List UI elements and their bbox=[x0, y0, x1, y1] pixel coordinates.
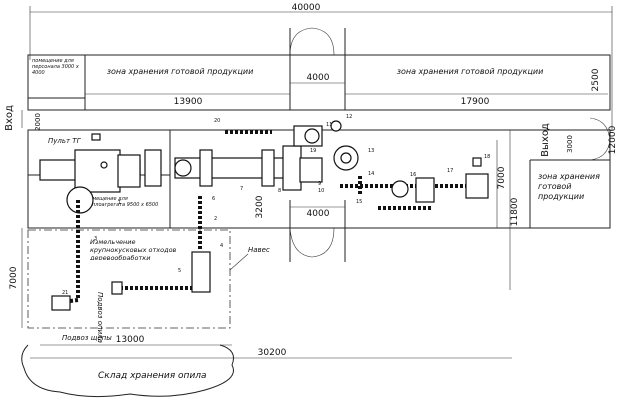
canopy-label: Навес bbox=[248, 246, 270, 254]
pos-7: 7 bbox=[240, 186, 243, 192]
pos-18: 18 bbox=[484, 154, 490, 160]
pos-14: 14 bbox=[368, 171, 374, 177]
pos-16: 16 bbox=[410, 172, 416, 178]
pos-21: 21 bbox=[62, 290, 68, 296]
dryer-drum bbox=[174, 145, 302, 191]
shredding-label: Измельчение крупнокусковых отходов дерев… bbox=[90, 238, 177, 260]
storage-zone-right-label: зона хранения готовой продукции bbox=[397, 67, 544, 76]
pos-4: 4 bbox=[220, 243, 223, 249]
press-line bbox=[340, 157, 489, 210]
gate-right bbox=[589, 117, 611, 161]
pos-5: 5 bbox=[178, 268, 181, 274]
pos-20: 20 bbox=[214, 118, 220, 124]
staff-room-label: помещение для персонала 3000 х 4000 bbox=[32, 58, 79, 76]
entrance-right-dim: 3000 bbox=[566, 135, 574, 153]
pos-9: 9 bbox=[318, 181, 321, 187]
workshop-height-dim: 11800 bbox=[510, 197, 520, 226]
pos-13: 13 bbox=[368, 148, 374, 154]
pos-19: 19 bbox=[310, 148, 316, 154]
canopy-area bbox=[27, 229, 231, 329]
pos-10: 10 bbox=[318, 188, 324, 194]
shredding-label-box: Измельчение крупнокусковых отходов дерев… bbox=[90, 238, 177, 260]
pos-6: 6 bbox=[212, 196, 215, 202]
canopy-length-dim: 13000 bbox=[116, 335, 145, 345]
heat-room-label: помещение для теплоагрегата 9500 х 6500 bbox=[86, 196, 159, 208]
storage-right-width-dim: 17900 bbox=[461, 97, 490, 107]
lower-length-dim: 30200 bbox=[258, 348, 287, 358]
pos-3: 3 bbox=[94, 236, 97, 242]
right-mid-height-dim: 7000 bbox=[497, 166, 507, 189]
pos-15: 15 bbox=[356, 199, 362, 205]
inner-height-dim: 3200 bbox=[255, 195, 265, 218]
staff-room-label-box: помещение для персонала 3000 х 4000 bbox=[32, 58, 79, 76]
storage-building bbox=[27, 54, 611, 111]
entrance-left-dim: 2000 bbox=[34, 113, 42, 131]
sawdust-store-outline bbox=[21, 344, 234, 398]
entrance-right-label: Выход bbox=[540, 123, 551, 157]
heat-room-label-box: помещение для теплоагрегата 9500 х 6500 bbox=[86, 196, 159, 208]
pos-2: 2 bbox=[214, 216, 217, 222]
gate-top bbox=[289, 27, 335, 56]
gate-bottom-width-dim: 4000 bbox=[307, 209, 330, 219]
sawdust-store-label: Склад хранения опила bbox=[98, 371, 207, 381]
storage-zone-left-label: зона хранения готовой продукции bbox=[107, 67, 254, 76]
pos-12: 12 bbox=[346, 114, 352, 120]
pos-8: 8 bbox=[278, 188, 281, 194]
control-panel-label: Пульт ТГ bbox=[48, 137, 82, 145]
gate-top-width-dim: 4000 bbox=[307, 73, 330, 83]
right-total-height-dim: 12000 bbox=[608, 125, 618, 154]
storage-left-width-dim: 13900 bbox=[174, 97, 203, 107]
storage-zone-corner-label: зона хранения готовой продукции bbox=[538, 172, 600, 201]
pos-1: 1 bbox=[118, 200, 121, 206]
right-upper-height-dim: 2500 bbox=[591, 68, 601, 91]
position-markers: 1 2 3 4 5 6 7 8 9 10 11 12 13 14 15 16 1… bbox=[62, 114, 490, 296]
entrance-left-label: Вход bbox=[4, 105, 15, 131]
chip-feed-label: Подвоз щепы bbox=[62, 334, 112, 342]
gate-bottom bbox=[289, 227, 335, 258]
sawdust-feed-label: Подвоз опила bbox=[96, 292, 104, 343]
pos-11: 11 bbox=[326, 122, 332, 128]
overall-length-dim: 40000 bbox=[292, 3, 321, 13]
lower-conveyors bbox=[51, 196, 211, 311]
pos-17: 17 bbox=[447, 168, 453, 174]
left-height-dim: 7000 bbox=[9, 266, 19, 289]
storage-corner-box: зона хранения готовой продукции bbox=[538, 172, 600, 201]
cyclone-unit bbox=[293, 120, 359, 183]
